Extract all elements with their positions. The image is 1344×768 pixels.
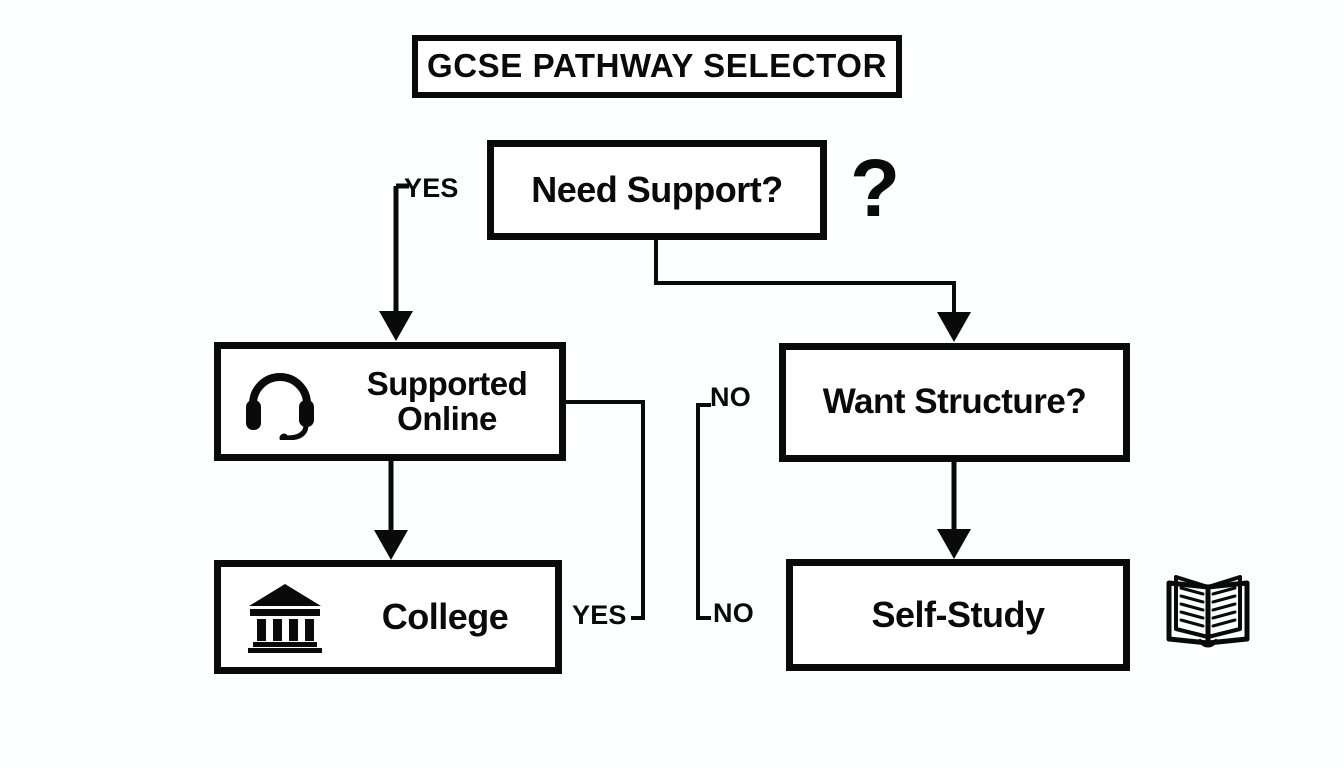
- edge-want-structure-no-rail: [696, 403, 711, 620]
- open-book-icon: [1166, 575, 1250, 648]
- edge-label-no-want-structure: NO: [710, 382, 751, 412]
- edge-label-yes-college: YES: [572, 600, 627, 630]
- node-college-label: College: [381, 596, 509, 638]
- arrowhead-to-college: [374, 530, 408, 560]
- question-mark-icon: ?: [850, 143, 901, 234]
- headset-icon: [246, 372, 314, 440]
- edge-need-support-no: [654, 240, 956, 318]
- edge-need-support-yes: [393, 183, 409, 316]
- node-need-support-label: Need Support?: [531, 169, 783, 211]
- node-want-structure[interactable]: Want Structure?: [779, 343, 1130, 462]
- node-self-study-label: Self-Study: [871, 594, 1045, 636]
- page-title: GCSE PATHWAY SELECTOR: [412, 35, 902, 98]
- bank-icon: [248, 584, 322, 653]
- edge-label-no-self-study: NO: [713, 598, 754, 628]
- node-self-study[interactable]: Self-Study: [786, 559, 1130, 671]
- page-title-text: GCSE PATHWAY SELECTOR: [426, 47, 888, 85]
- arrowhead-to-supported-online: [379, 311, 413, 341]
- node-need-support[interactable]: Need Support?: [487, 140, 827, 240]
- edge-college-yes: [566, 400, 645, 620]
- node-supported-online-line2: Online: [397, 399, 497, 437]
- arrowhead-to-self-study: [937, 529, 971, 559]
- arrowhead-to-want-structure: [937, 312, 971, 342]
- node-supported-online-line1: Supported: [366, 364, 528, 402]
- node-college[interactable]: College: [214, 560, 562, 674]
- node-want-structure-label: Want Structure?: [822, 382, 1087, 422]
- edge-label-yes-need-support: YES: [404, 173, 459, 203]
